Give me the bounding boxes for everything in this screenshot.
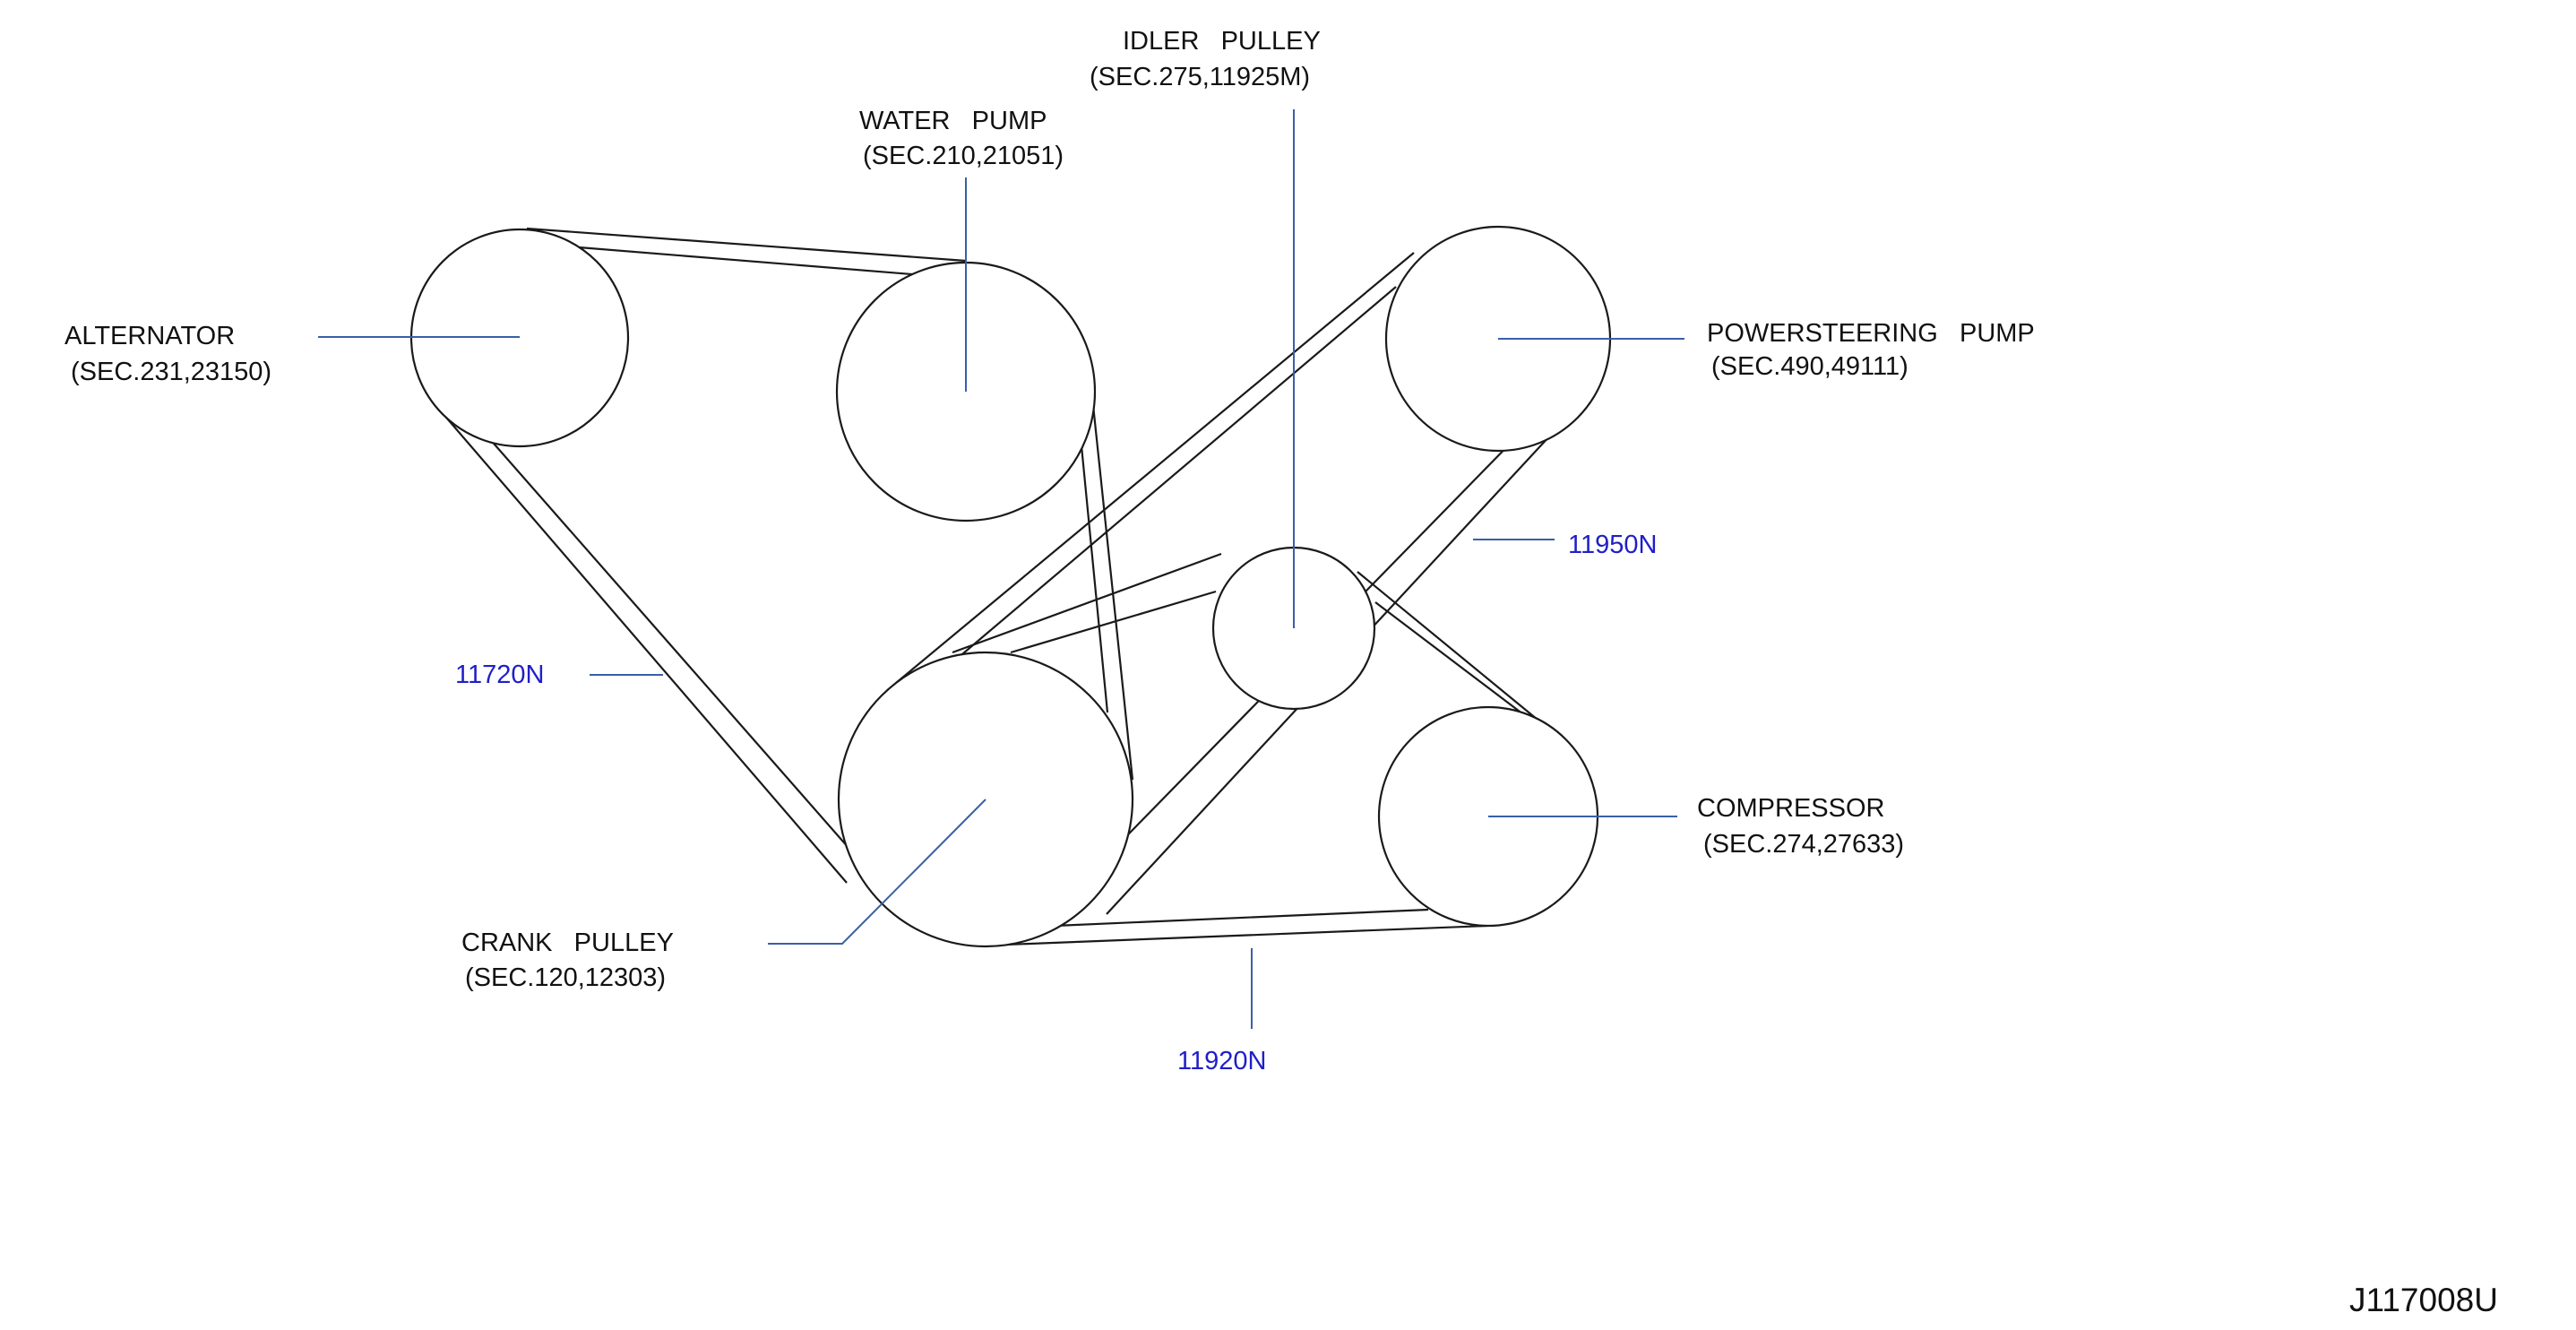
alternator-label: ALTERNATOR <box>65 322 235 350</box>
water-pump-label: WATER PUMP <box>859 107 1047 135</box>
crank-pulley-label: CRANK PULLEY <box>461 928 674 957</box>
compressor-label: COMPRESSOR <box>1697 794 1884 823</box>
power-steering-pump-section: (SEC.490,49111) <box>1711 352 1908 381</box>
power-steering-pump-label: POWERSTEERING PUMP <box>1707 319 2035 348</box>
water-pump-section: (SEC.210,21051) <box>863 142 1064 170</box>
compressor-section: (SEC.274,27633) <box>1703 830 1904 859</box>
power-steering-belt-part-number: 11950N <box>1568 531 1657 559</box>
alternator-belt-part-number: 11720N <box>455 661 544 689</box>
idler-pulley-label: IDLER PULLEY <box>1123 27 1321 56</box>
crank-pulley-section: (SEC.120,12303) <box>465 963 666 992</box>
diagram-code: J117008U <box>2349 1282 2498 1318</box>
alternator-section: (SEC.231,23150) <box>71 358 271 386</box>
idler-pulley-section: (SEC.275,11925M) <box>1090 63 1310 91</box>
compressor-belt <box>983 571 1548 947</box>
compressor-belt-part-number: 11920N <box>1177 1047 1266 1075</box>
alternator-belt <box>441 227 1134 884</box>
leader-lines <box>318 109 1684 1029</box>
